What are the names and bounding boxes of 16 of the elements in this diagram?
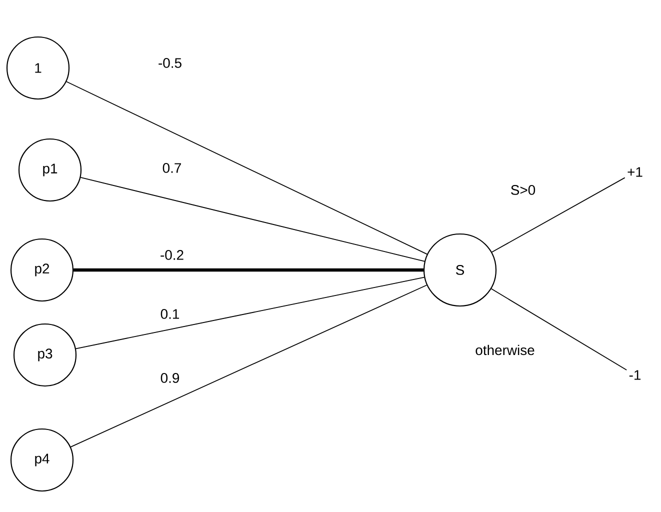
output-value: +1	[628, 167, 642, 177]
output-value: -1	[629, 370, 641, 380]
weight-label: -0.2	[159, 249, 186, 261]
connection-line	[75, 276, 425, 350]
connection-line	[70, 284, 428, 448]
weight-label: S>0	[509, 184, 537, 196]
weight-label: -0.5	[157, 57, 184, 69]
connection-line	[491, 177, 626, 253]
weight-label: 0.9	[159, 372, 181, 384]
connection-line	[490, 288, 628, 370]
connection-line	[80, 177, 425, 262]
connection-line	[74, 268, 424, 272]
weight-label: 0.7	[161, 162, 183, 174]
weight-label: 0.1	[159, 308, 181, 320]
weight-label: otherwise	[474, 344, 536, 356]
connection-line	[66, 81, 428, 255]
